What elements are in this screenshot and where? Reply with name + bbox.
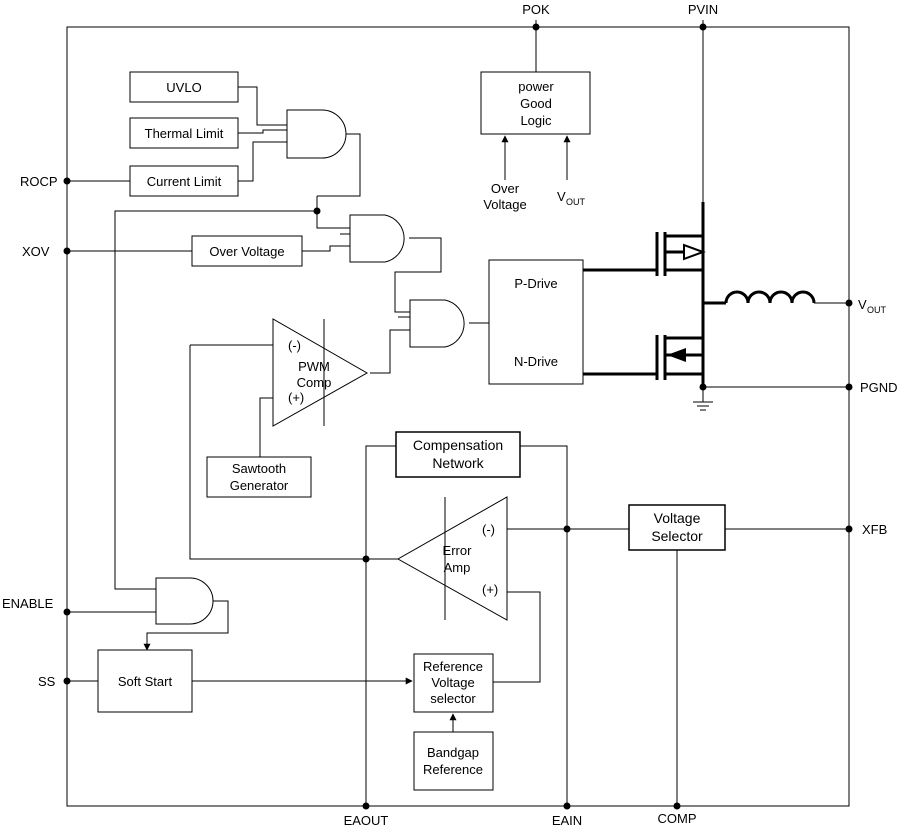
ea-label-1: Error [443,543,473,558]
pwm-label-2: Comp [297,375,332,390]
pwm-plus-label: (+) [288,390,304,405]
ref-line-1: Reference [423,659,483,674]
compensation-line-2: Network [432,455,484,471]
svg-text:PVIN: PVIN [688,2,718,17]
thermal-limit-label: Thermal Limit [145,126,224,141]
compensation-line-1: Compensation [413,437,503,453]
svg-text:POK: POK [522,2,550,17]
svg-text:EAIN: EAIN [552,813,582,828]
svg-text:PGND: PGND [860,380,898,395]
driver-block [488,259,584,385]
pok-input-vout: V [557,189,566,204]
soft-start-label: Soft Start [118,674,173,689]
svg-text:COMP: COMP [658,811,697,826]
n-drive-label: N-Drive [514,354,558,369]
svg-text:XOV: XOV [22,244,50,259]
svg-text:XFB: XFB [862,522,887,537]
error-amp [396,496,508,621]
svg-text:V: V [858,297,867,312]
svg-text:OUT: OUT [867,305,887,315]
bandgap-line-2: Reference [423,762,483,777]
pok-input-voltage: Voltage [483,197,526,212]
uvlo-block [129,71,239,103]
ea-plus-label: (+) [482,582,498,597]
power-good-logic-block [480,71,591,135]
ea-minus-label: (-) [482,522,495,537]
sawtooth-line-2: Generator [230,478,289,493]
sawtooth-line-1: Sawtooth [232,461,286,476]
sawtooth-generator-block [206,456,312,498]
current-limit-block [129,165,239,197]
and-gate-softstart [155,577,214,625]
pwm-label-1: PWM [298,359,330,374]
ref-line-3: selector [430,691,476,706]
svg-text:EAOUT: EAOUT [344,813,389,828]
svg-text:ROCP: ROCP [20,174,58,189]
compensation-network-block [395,431,521,478]
pwm-minus-label: (-) [288,338,301,353]
over-voltage-block [191,235,303,267]
ref-line-2: Voltage [431,675,474,690]
voltage-selector-line-2: Selector [651,528,703,544]
chip-outline [66,26,850,807]
pin-vout: V OUT [845,297,887,315]
svg-text:ENABLE: ENABLE [2,596,54,611]
pin-comp: COMP [658,802,697,826]
pin-rocp: ROCP [20,174,130,189]
and-gate-enable [349,214,405,263]
power-good-line-2: Good [520,96,552,111]
power-good-line-3: Logic [520,113,552,128]
power-good-line-1: power [518,79,554,94]
uvlo-label: UVLO [166,80,201,95]
pin-eain: EAIN [552,802,582,828]
current-limit-label: Current Limit [147,174,222,189]
pok-input-over: Over [491,181,520,196]
and-gate-faults [286,109,347,159]
power-stage [583,202,849,411]
voltage-selector-line-1: Voltage [654,510,701,526]
pin-pvin: PVIN [688,2,718,202]
pin-enable: ENABLE [2,596,156,616]
pwm-comparator [272,318,369,427]
pin-xfb: XFB [845,522,887,537]
pok-input-vout-sub: OUT [566,197,586,207]
over-voltage-label: Over Voltage [209,244,284,259]
pin-eaout: EAOUT [344,802,389,828]
voltage-selector-block [628,504,726,551]
pin-xov: XOV [22,244,192,259]
svg-text:SS: SS [38,674,56,689]
pin-ss: SS [38,674,98,689]
p-drive-label: P-Drive [514,276,557,291]
bandgap-line-1: Bandgap [427,745,479,760]
reference-voltage-selector-block [413,653,494,713]
ea-label-2: Amp [444,560,471,575]
bandgap-reference-block [413,731,494,791]
pin-pok: POK [522,2,550,72]
pin-pgnd: PGND [845,380,898,395]
and-gate-drive [409,299,465,348]
